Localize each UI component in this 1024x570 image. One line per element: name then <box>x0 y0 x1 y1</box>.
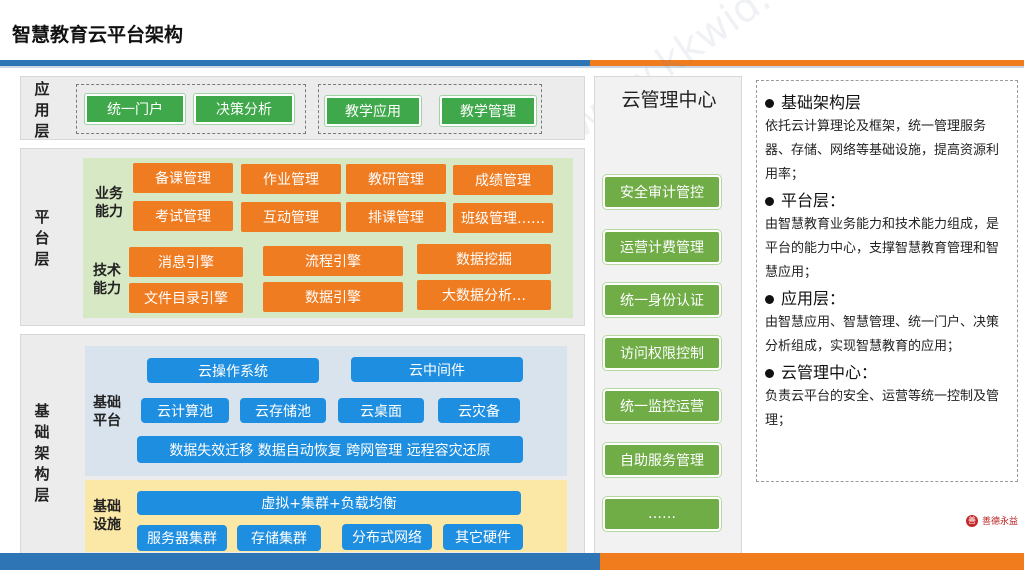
base-platform-label: 基础平台 <box>93 395 121 429</box>
cloud-middleware-button[interactable]: 云中间件 <box>351 357 523 382</box>
interaction-button[interactable]: 互动管理 <box>241 202 341 232</box>
cloud-storage-pool-button[interactable]: 云存储池 <box>240 398 326 423</box>
homework-button[interactable]: 作业管理 <box>241 164 341 194</box>
tech-capability-label: 技术能力 <box>93 263 121 297</box>
file-directory-engine-button[interactable]: 文件目录引擎 <box>129 283 243 313</box>
brand-logo: 善 善德永益 <box>966 514 1018 527</box>
cloud-os-button[interactable]: 云操作系统 <box>147 358 319 383</box>
storage-cluster-button[interactable]: 存储集群 <box>237 525 321 551</box>
monitoring-ops-button[interactable]: 统一监控运营 <box>603 389 721 423</box>
data-services-bar[interactable]: 数据失效迁移 数据自动恢复 跨网管理 远程容灾还原 <box>137 436 523 463</box>
distributed-network-button[interactable]: 分布式网络 <box>342 524 432 550</box>
unified-auth-button[interactable]: 统一身份认证 <box>603 283 721 317</box>
teaching-research-button[interactable]: 教研管理 <box>346 164 446 194</box>
exam-button[interactable]: 考试管理 <box>133 201 233 231</box>
business-capability-area: 业务能力 备课管理 作业管理 教研管理 成绩管理 考试管理 互动管理 排课管理 … <box>83 158 573 240</box>
billing-mgmt-button[interactable]: 运营计费管理 <box>603 230 721 264</box>
page-title: 智慧教育云平台架构 <box>12 24 184 46</box>
scheduling-button[interactable]: 排课管理 <box>346 202 446 232</box>
infra-layer-panel: 基础架构层 基础平台 云操作系统 云中间件 云计算池 云存储池 云桌面 云灾备 … <box>20 334 585 554</box>
platform-layer-label: 平台层 <box>34 208 50 268</box>
self-service-button[interactable]: 自助服务管理 <box>603 443 721 477</box>
big-data-analysis-button[interactable]: 大数据分析… <box>417 280 551 310</box>
desc-text-cloud: 负责云平台的安全、运营等统一控制及管理； <box>765 389 1000 428</box>
desc-heading-cloud: 云管理中心： <box>765 361 1009 385</box>
desc-text-infra: 依托云计算理论及框架，统一管理服务器、存储、网络等基础设施，提高资源利用率； <box>765 119 1000 182</box>
footer-bar-blue <box>0 553 600 570</box>
facility-label: 基础设施 <box>93 499 121 533</box>
desc-text-app: 由智慧应用、智慧管理、统一门户、决策分析组成，实现智慧教育的应用； <box>765 315 1000 354</box>
logo-mark-icon: 善 <box>966 514 978 527</box>
app-layer-label: 应用层 <box>34 80 50 140</box>
infra-layer-label: 基础架构层 <box>34 402 50 504</box>
virtualization-bar[interactable]: 虚拟+集群+负载均衡 <box>137 491 521 515</box>
logo-text: 善德永益 <box>982 517 1019 527</box>
message-engine-button[interactable]: 消息引擎 <box>129 247 243 277</box>
app-group-1: 统一门户 决策分析 <box>76 84 306 134</box>
desc-heading-app: 应用层： <box>765 287 1009 311</box>
description-box: 基础架构层 依托云计算理论及框架，统一管理服务器、存储、网络等基础设施，提高资源… <box>756 80 1018 482</box>
cloud-desktop-button[interactable]: 云桌面 <box>338 398 424 423</box>
app-decision-button[interactable]: 决策分析 <box>194 94 294 124</box>
class-mgmt-button[interactable]: 班级管理…… <box>453 203 553 233</box>
cloud-disaster-recovery-button[interactable]: 云灾备 <box>438 398 520 423</box>
app-group-2: 教学应用 教学管理 <box>318 84 542 134</box>
lesson-prep-button[interactable]: 备课管理 <box>133 163 233 193</box>
grades-button[interactable]: 成绩管理 <box>453 165 553 195</box>
header-divider <box>0 66 1024 68</box>
desc-text-platform: 由智慧教育业务能力和技术能力组成，是平台的能力中心，支撑智慧教育管理和智慧应用； <box>765 217 1000 280</box>
data-mining-button[interactable]: 数据挖掘 <box>417 244 551 274</box>
header-bar-blue <box>0 60 590 66</box>
app-layer-panel: 应用层 统一门户 决策分析 教学应用 教学管理 <box>20 76 585 140</box>
desc-heading-infra: 基础架构层 <box>765 91 1009 115</box>
cloud-center-panel: 云管理中心 安全审计管控 运营计费管理 统一身份认证 访问权限控制 统一监控运营… <box>594 76 742 554</box>
tech-capability-area: 技术能力 消息引擎 流程引擎 数据挖掘 文件目录引擎 数据引擎 大数据分析… <box>83 240 573 318</box>
app-portal-button[interactable]: 统一门户 <box>85 94 185 124</box>
access-control-button[interactable]: 访问权限控制 <box>603 336 721 370</box>
facility-area: 基础设施 虚拟+集群+负载均衡 服务器集群 存储集群 分布式网络 其它硬件 <box>85 480 567 552</box>
header-bar-orange <box>590 60 1024 66</box>
security-audit-button[interactable]: 安全审计管控 <box>603 175 721 209</box>
footer-bar-orange <box>600 553 1024 570</box>
more-services-button[interactable]: …… <box>603 497 721 531</box>
app-teaching-mgmt-button[interactable]: 教学管理 <box>440 96 536 126</box>
platform-layer-panel: 平台层 业务能力 备课管理 作业管理 教研管理 成绩管理 考试管理 互动管理 排… <box>20 148 585 326</box>
business-capability-label: 业务能力 <box>95 186 123 220</box>
cloud-center-title: 云管理中心 <box>621 89 717 111</box>
workflow-engine-button[interactable]: 流程引擎 <box>263 246 403 276</box>
other-hardware-button[interactable]: 其它硬件 <box>443 524 523 550</box>
desc-heading-platform: 平台层： <box>765 189 1009 213</box>
data-engine-button[interactable]: 数据引擎 <box>263 282 403 312</box>
base-platform-area: 基础平台 云操作系统 云中间件 云计算池 云存储池 云桌面 云灾备 数据失效迁移… <box>85 346 567 476</box>
app-teaching-button[interactable]: 教学应用 <box>325 96 421 126</box>
cloud-compute-pool-button[interactable]: 云计算池 <box>141 398 229 423</box>
server-cluster-button[interactable]: 服务器集群 <box>137 525 227 551</box>
